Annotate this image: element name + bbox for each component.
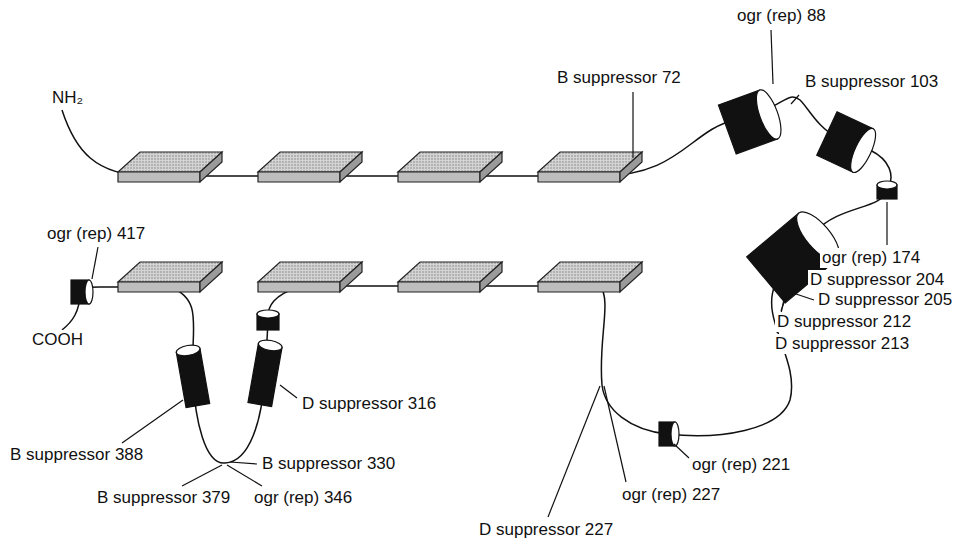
- label-text: COOH: [30, 330, 85, 350]
- label-text: D suppressor 227: [477, 520, 615, 540]
- label-text: B suppressor 330: [260, 454, 397, 474]
- label-text: B suppressor 103: [803, 72, 940, 92]
- label-text: ogr (rep) 227: [620, 485, 722, 505]
- label-text: D suppressor 316: [300, 394, 438, 414]
- label-text: ogr (rep) 221: [690, 455, 792, 475]
- label-text: D suppressor 205: [816, 290, 954, 310]
- label-text: D suppressor 213: [773, 334, 911, 354]
- label-text: D suppressor 204: [808, 270, 946, 290]
- alpha-helix: [71, 87, 897, 446]
- label-text: B suppressor 72: [555, 68, 683, 88]
- label-text: ogr (rep) 88: [735, 6, 828, 26]
- label-text: ogr (rep) 174: [820, 248, 922, 268]
- backbone-chain: [62, 97, 891, 463]
- beta-strand: [118, 152, 642, 292]
- leader-line: [92, 30, 887, 517]
- label-text: NH₂: [50, 88, 85, 108]
- label-text: D suppressor 212: [775, 312, 913, 332]
- label-text: ogr (rep) 417: [45, 224, 147, 244]
- label-text: B suppressor 388: [8, 445, 145, 465]
- label-text: B suppressor 379: [95, 488, 232, 508]
- label-text: ogr (rep) 346: [252, 488, 354, 508]
